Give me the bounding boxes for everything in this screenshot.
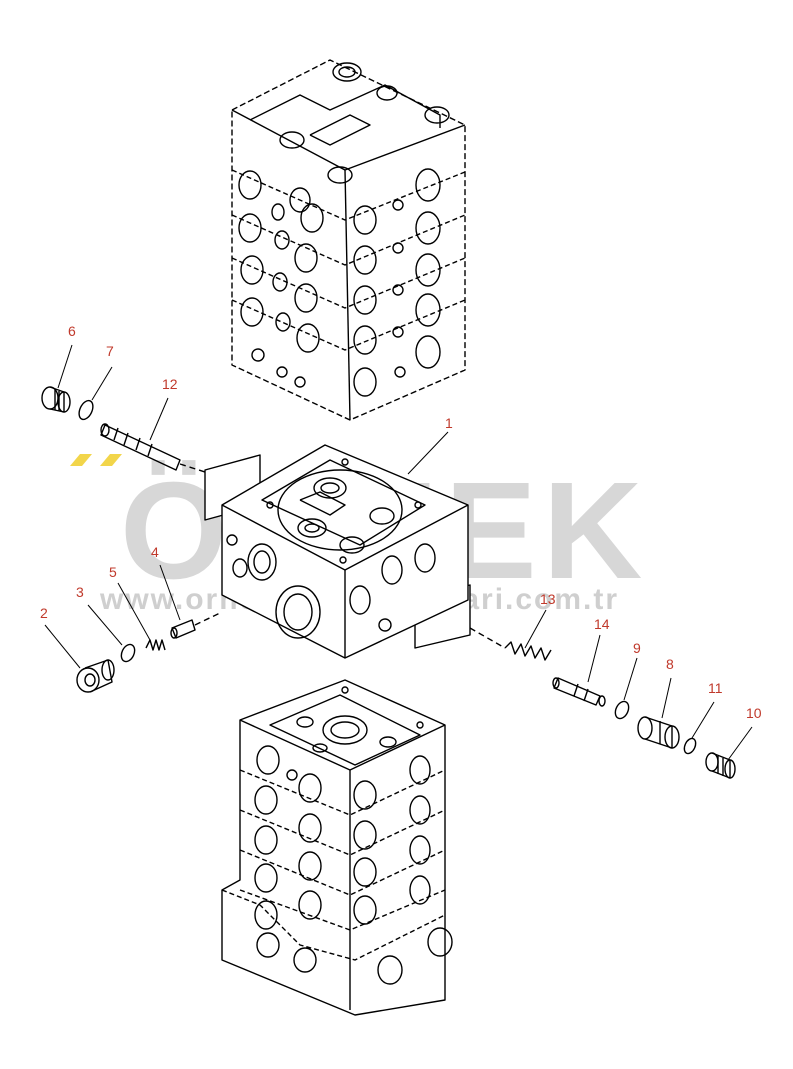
part-6-plug — [41, 386, 71, 413]
callout-13: 13 — [540, 591, 556, 607]
callout-5: 5 — [109, 564, 117, 580]
part-5-spring — [145, 639, 166, 651]
part-2-plug — [76, 659, 115, 693]
part-13-spring — [469, 627, 552, 661]
callout-12: 12 — [162, 376, 178, 392]
callout-11: 11 — [708, 680, 723, 696]
callout-7: 7 — [106, 343, 114, 359]
part-3-oring — [120, 643, 136, 663]
part-10-plug — [705, 752, 736, 779]
callout-3: 3 — [76, 584, 84, 600]
watermark-accent-dots — [70, 452, 130, 466]
center-valve-body — [204, 444, 471, 659]
callout-8: 8 — [666, 656, 674, 672]
upper-valve-stack — [231, 59, 466, 421]
part-4-poppet — [170, 611, 223, 639]
callout-1: 1 — [445, 415, 453, 431]
callout-2: 2 — [40, 605, 48, 621]
callout-10: 10 — [746, 705, 762, 721]
part-11-oring — [683, 737, 697, 755]
part-7-oring — [78, 399, 94, 421]
part-9-oring — [614, 700, 630, 720]
part-14-spool — [552, 677, 606, 707]
callout-6: 6 — [68, 323, 76, 339]
leader-lines — [44, 344, 753, 761]
callout-4: 4 — [151, 544, 159, 560]
part-8-plug — [637, 716, 680, 749]
lower-valve-stack — [221, 679, 453, 1016]
part-12-spool — [100, 423, 206, 473]
callout-9: 9 — [633, 640, 641, 656]
callout-14: 14 — [594, 616, 610, 632]
